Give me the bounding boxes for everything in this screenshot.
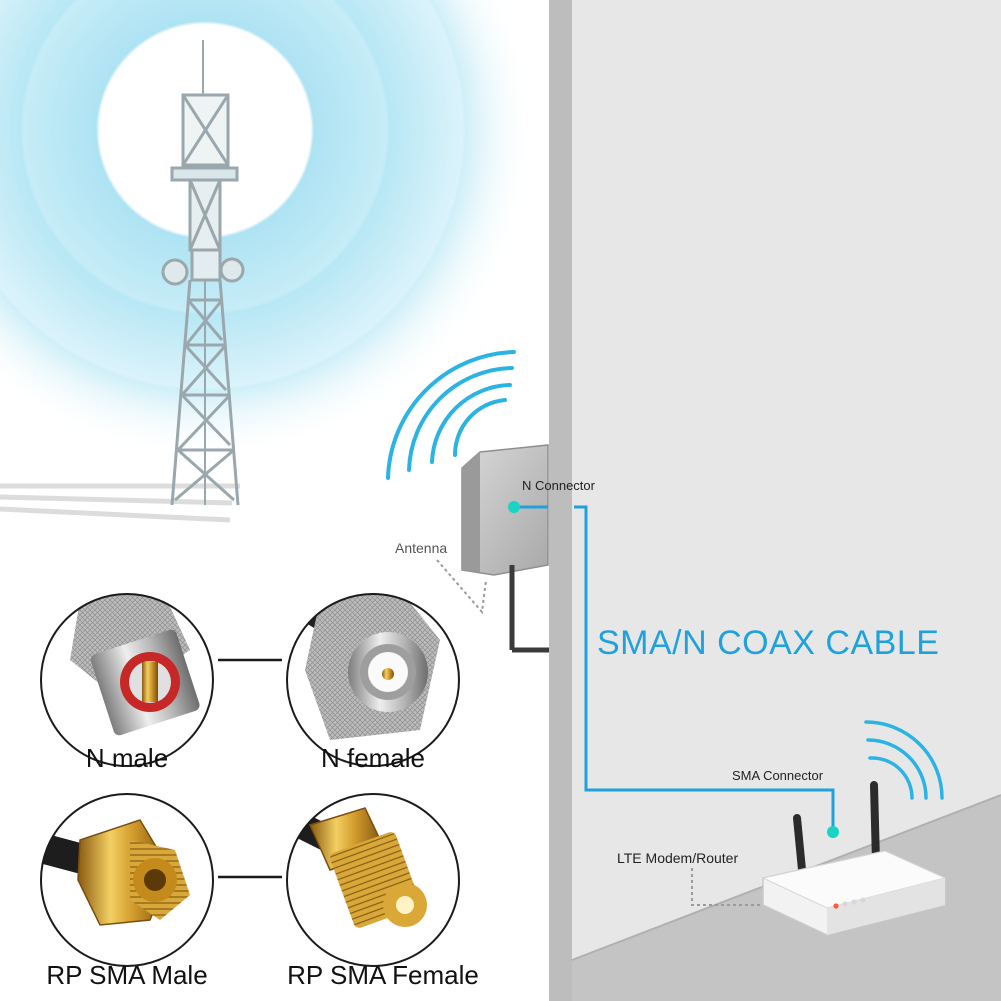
connector-label-n-female: N female — [320, 743, 426, 773]
room-background — [549, 0, 1001, 1001]
n-male-connector-photo — [40, 593, 214, 767]
tower-signal-glow — [0, 0, 535, 460]
antenna-callout-line — [436, 559, 487, 615]
modem-callout-line — [691, 868, 762, 906]
connector-label-n-male: N male — [85, 743, 169, 773]
n-female-connector-photo — [286, 593, 460, 767]
rp-sma-male-connector-photo — [40, 793, 214, 967]
sma-connector-dot — [827, 826, 839, 838]
n-connector-label: N Connector — [522, 478, 595, 493]
panel-antenna — [461, 444, 549, 653]
rp-sma-female-connector-photo — [286, 793, 460, 967]
tower-shadow — [0, 483, 240, 523]
router-signal-waves — [864, 720, 944, 800]
cell-tower-icon — [161, 40, 245, 506]
modem-router-label: LTE Modem/Router — [617, 850, 739, 866]
lte-modem-router — [761, 781, 947, 936]
coax-cable-label: SMA/N COAX CABLE — [597, 624, 940, 662]
n-connector-dot — [508, 501, 520, 513]
sma-connector-label: SMA Connector — [732, 768, 824, 783]
antenna-label: Antenna — [395, 540, 448, 556]
antenna-signal-waves — [386, 350, 516, 480]
connector-label-rp-sma-female: RP SMA Female — [287, 960, 479, 990]
connector-label-rp-sma-male: RP SMA Male — [46, 960, 208, 990]
